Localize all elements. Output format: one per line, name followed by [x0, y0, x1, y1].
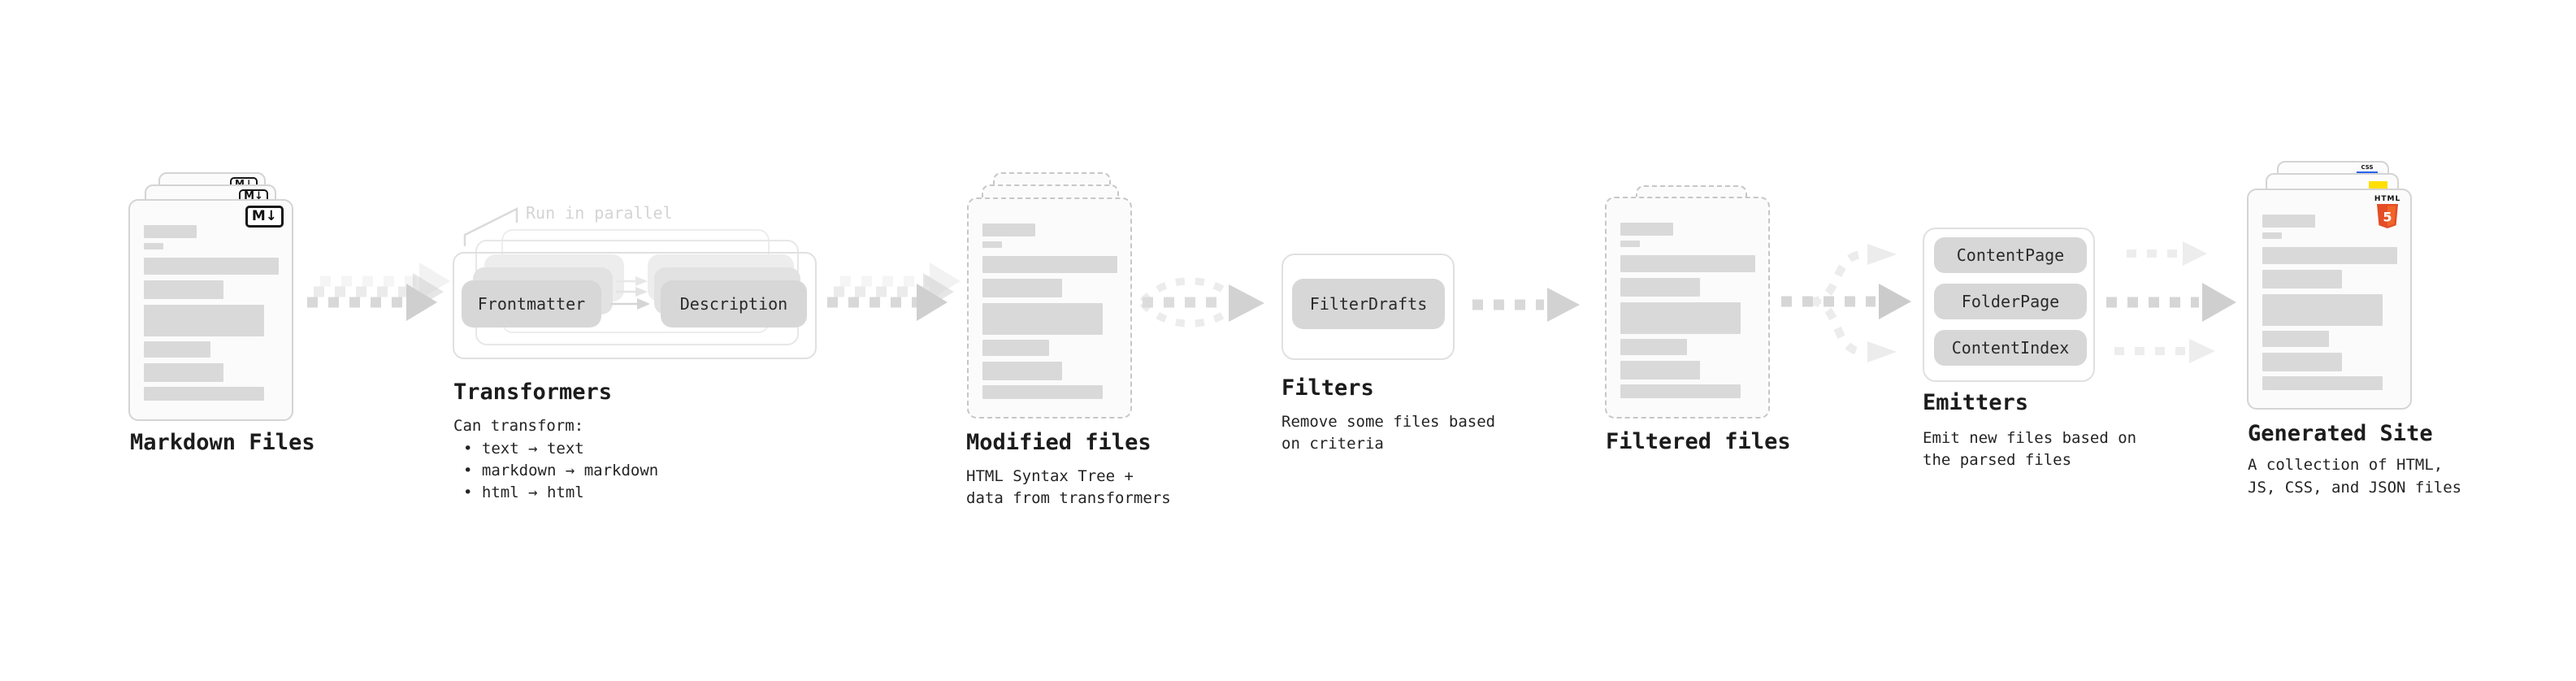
- doc-text-bar: [144, 363, 223, 382]
- emitter-pill-contentpage: ContentPage: [1934, 237, 2087, 273]
- doc-text-bar: [144, 243, 163, 249]
- transformers-bullet: • text → text: [463, 440, 584, 458]
- arrow-transformers-to-modified: [827, 262, 961, 321]
- stage-label-markdown-files: Markdown Files: [130, 430, 315, 455]
- run-in-parallel-annotation: Run in parallel: [526, 203, 673, 223]
- html5-shield-number: 5: [2383, 209, 2392, 224]
- filters-caption-line: on criteria: [1281, 435, 1384, 453]
- doc-text-bar: [144, 387, 264, 401]
- doc-text-bar: [144, 305, 264, 336]
- emitter-pill-folderpage: FolderPage: [1934, 284, 2087, 319]
- markdown-icon: M↓: [245, 206, 284, 228]
- doc-text-bar: [1620, 278, 1700, 297]
- html5-icon: HTML 5: [2373, 195, 2402, 232]
- arrow-modified-to-filters: [1139, 277, 1264, 327]
- doc-text-bar: [144, 258, 279, 275]
- generated-caption-line: JS, CSS, and JSON files: [2248, 479, 2462, 497]
- transformers-caption: Can transform:: [453, 417, 584, 435]
- html5-shield-icon: 5: [2377, 203, 2398, 228]
- stage-label-transformers: Transformers: [453, 380, 613, 405]
- doc-text-bar: [982, 241, 1002, 248]
- doc-text-bar: [1620, 302, 1741, 334]
- filters-frame: [1281, 254, 1455, 360]
- markdown-doc-front: M↓: [128, 199, 293, 421]
- doc-text-bar: [1620, 223, 1673, 236]
- doc-text-bar: [144, 225, 197, 238]
- doc-text-bar: [2262, 247, 2397, 264]
- stage-label-filtered-files: Filtered files: [1606, 429, 1791, 454]
- transformers-frame-front: [453, 252, 817, 359]
- doc-text-bar: [1620, 339, 1687, 355]
- transformer-pill-description: Description: [661, 280, 807, 327]
- filters-caption-line: Remove some files based: [1281, 413, 1496, 431]
- filter-pill-filterdrafts: FilterDrafts: [1292, 279, 1445, 329]
- doc-text-bar: [2262, 294, 2383, 326]
- doc-text-bar: [982, 385, 1103, 399]
- doc-text-bar: [2262, 232, 2282, 239]
- transformers-bullet: • markdown → markdown: [463, 462, 659, 479]
- doc-text-bar: [982, 362, 1062, 380]
- stage-label-emitters: Emitters: [1923, 390, 2029, 415]
- doc-text-bar: [2262, 270, 2342, 288]
- stage-label-generated-site: Generated Site: [2248, 421, 2433, 446]
- doc-text-bar: [1620, 384, 1741, 398]
- doc-text-bar: [982, 303, 1103, 335]
- arrow-filtered-to-emitters: [1781, 244, 1911, 362]
- doc-text-bar: [1620, 361, 1700, 380]
- doc-text-bar: [2262, 215, 2315, 228]
- css-icon-label: CSS: [2361, 164, 2374, 171]
- emitters-frame: [1923, 228, 2095, 382]
- modified-doc-front: [967, 197, 1132, 419]
- arrow-filters-to-filtered: [1472, 288, 1580, 322]
- doc-text-bar: [144, 341, 210, 358]
- css-icon: CSS: [2357, 165, 2378, 174]
- emitters-caption-line: Emit new files based on: [1923, 429, 2137, 447]
- doc-text-bar: [982, 223, 1035, 236]
- modified-caption-line: data from transformers: [966, 489, 1171, 507]
- arrow-markdown-to-transformers: [307, 262, 450, 321]
- doc-text-bar: [982, 279, 1062, 297]
- transformers-bullet: • html → html: [463, 484, 584, 501]
- doc-text-bar: [1620, 255, 1755, 272]
- generated-caption-line: A collection of HTML,: [2248, 456, 2444, 474]
- doc-text-bar: [144, 280, 223, 299]
- doc-text-bar: [2262, 331, 2329, 347]
- emitters-caption-line: the parsed files: [1923, 451, 2072, 469]
- filtered-doc-front: [1605, 197, 1770, 419]
- stage-label-filters: Filters: [1281, 375, 1374, 401]
- doc-text-bar: [982, 256, 1117, 273]
- doc-text-bar: [2262, 376, 2383, 390]
- modified-caption-line: HTML Syntax Tree +: [966, 467, 1134, 485]
- doc-text-bar: [2262, 353, 2342, 371]
- doc-text-bar: [982, 340, 1049, 356]
- transformer-pill-frontmatter: Frontmatter: [462, 280, 601, 327]
- css-icon-underline: [2357, 171, 2378, 174]
- stage-label-modified-files: Modified files: [966, 430, 1151, 455]
- doc-text-bar: [1620, 241, 1640, 247]
- html5-icon-label: HTML: [2374, 195, 2401, 203]
- generated-doc-front: HTML 5: [2247, 189, 2412, 410]
- emitter-pill-contentindex: ContentIndex: [1934, 330, 2087, 366]
- arrow-emitters-to-generated: [2106, 241, 2236, 363]
